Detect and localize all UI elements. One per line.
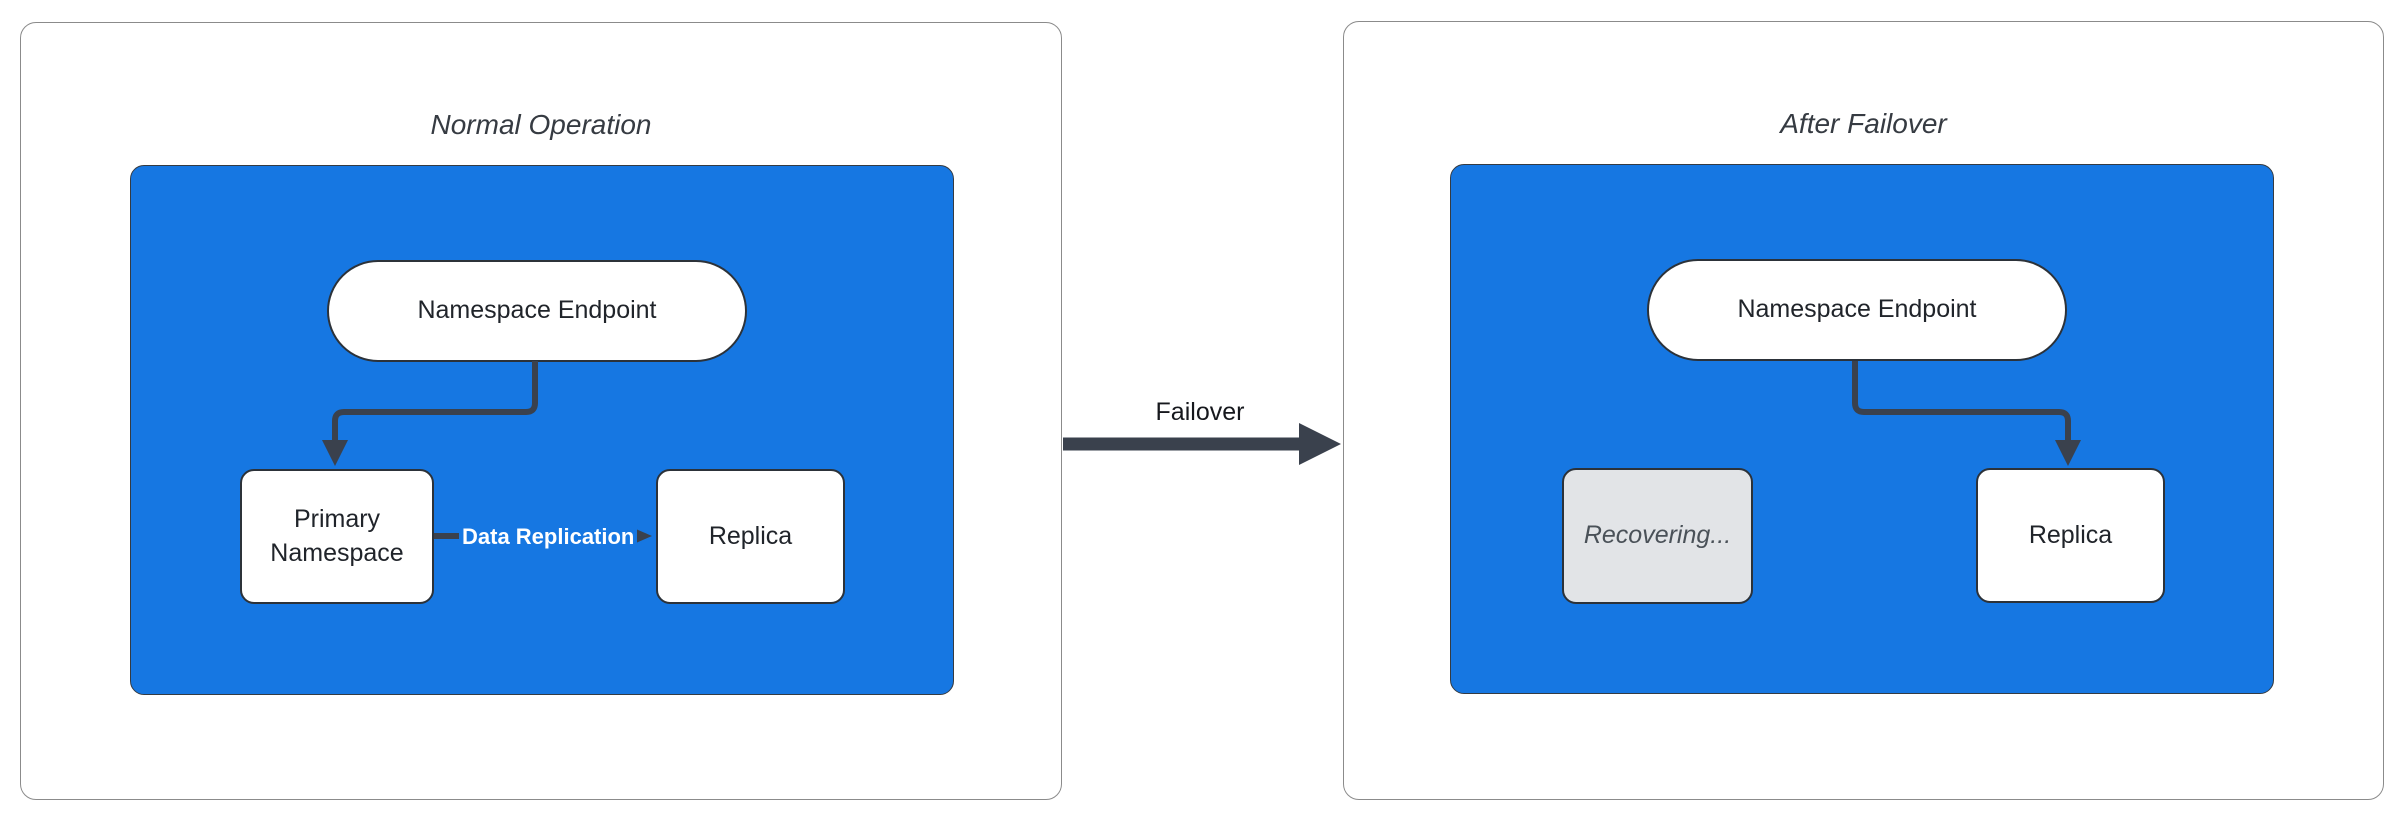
node-replica-left: Replica	[656, 469, 845, 604]
node-primary-namespace: Primary Namespace	[240, 469, 434, 604]
data-replication-arrow-label: Data Replication	[459, 522, 638, 552]
node-label-namespace-endpoint-left: Namespace Endpoint	[417, 296, 657, 325]
panel-normal-operation: Normal Operation Namespace Endpoint Prim…	[20, 22, 1062, 800]
cluster-normal-operation: Namespace Endpoint Primary Namespace Rep…	[130, 165, 954, 695]
node-namespace-endpoint-left: Namespace Endpoint	[327, 260, 747, 362]
node-recovering: Recovering...	[1562, 468, 1753, 604]
node-label-replica-left: Replica	[708, 521, 793, 550]
node-label-recovering: Recovering...	[1583, 521, 1732, 550]
failover-arrow-label: Failover	[1155, 398, 1245, 426]
node-label-namespace-endpoint-right: Namespace Endpoint	[1737, 295, 1977, 324]
node-replica-right: Replica	[1976, 468, 2165, 603]
node-label-primary-namespace: Primary Namespace	[270, 504, 404, 567]
cluster-after-failover: Namespace Endpoint Recovering... Replica	[1450, 164, 2274, 694]
panel-after-failover: After Failover Namespace Endpoint Recove…	[1343, 21, 2384, 800]
node-label-replica-right: Replica	[2028, 520, 2113, 549]
panel-title-normal-operation: Normal Operation	[430, 109, 652, 140]
failover-arrow	[1063, 423, 1341, 465]
node-namespace-endpoint-right: Namespace Endpoint	[1647, 259, 2067, 361]
panel-title-after-failover: After Failover	[1780, 108, 1947, 139]
